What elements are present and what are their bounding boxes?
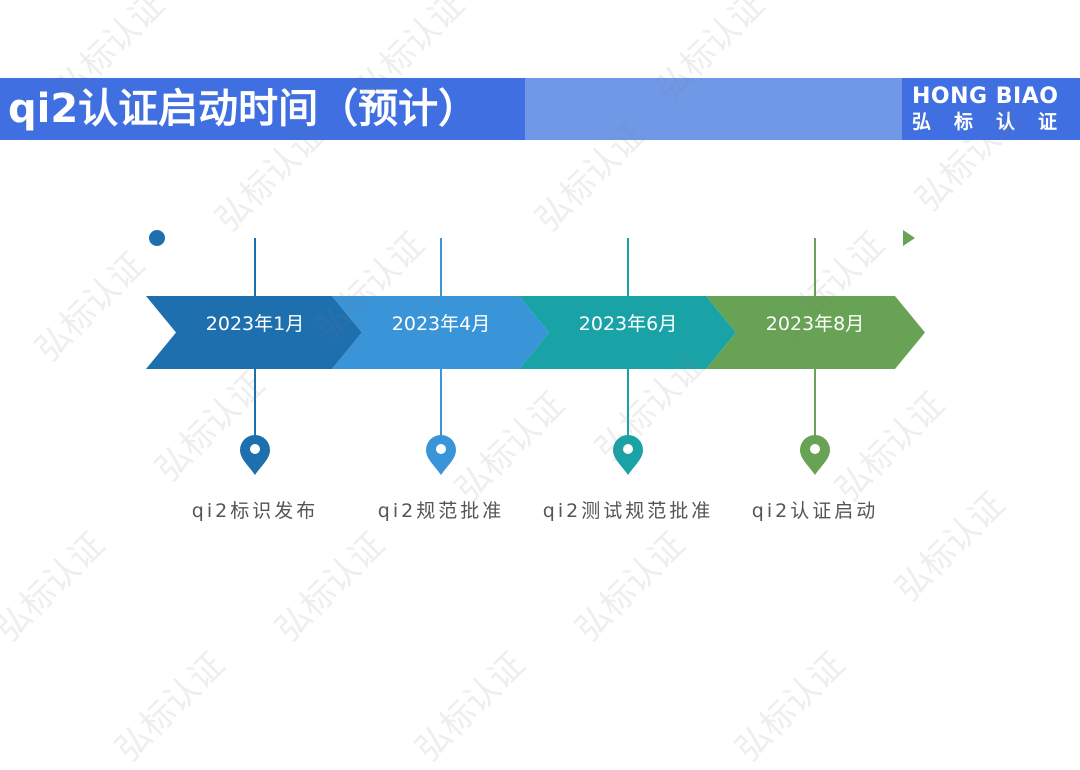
location-pin-hole — [810, 444, 820, 454]
location-pin-hole — [436, 444, 446, 454]
logo-english-text: HONG BIAO — [912, 84, 1059, 109]
hongbiao-logo: HONG BIAO 弘标认证 — [902, 78, 1080, 140]
location-pin-icon — [800, 435, 830, 475]
timeline-start-dot — [149, 230, 165, 246]
milestone-event-label: qi2认证启动 — [751, 500, 879, 522]
location-pin-icon — [240, 435, 270, 475]
timeline-arrow-head — [903, 230, 915, 246]
header-bar: qi2认证启动时间（预计） HONG BIAO 弘标认证 — [0, 78, 1080, 140]
milestone-event-label: qi2测试规范批准 — [542, 500, 714, 522]
milestone-event-label: qi2标识发布 — [191, 500, 319, 522]
timeline-chevron-segment — [146, 296, 362, 369]
timeline-chevron-segment — [706, 296, 925, 369]
logo-chinese-text: 弘标认证 — [912, 111, 1080, 133]
location-pin-hole — [250, 444, 260, 454]
milestone-date-label: 2023年4月 — [391, 313, 491, 335]
milestone-event-label: qi2规范批准 — [377, 500, 505, 522]
page-title: qi2认证启动时间（预计） — [8, 86, 479, 132]
location-pin-icon — [613, 435, 643, 475]
milestone-date-label: 2023年8月 — [765, 313, 865, 335]
timeline-chevron-segment — [332, 296, 549, 369]
milestone-date-label: 2023年1月 — [205, 313, 305, 335]
title-block: qi2认证启动时间（预计） — [0, 78, 525, 140]
location-pin-hole — [623, 444, 633, 454]
location-pin-icon — [426, 435, 456, 475]
milestone-date-label: 2023年6月 — [578, 313, 678, 335]
timeline-chevron-segment — [519, 296, 736, 369]
